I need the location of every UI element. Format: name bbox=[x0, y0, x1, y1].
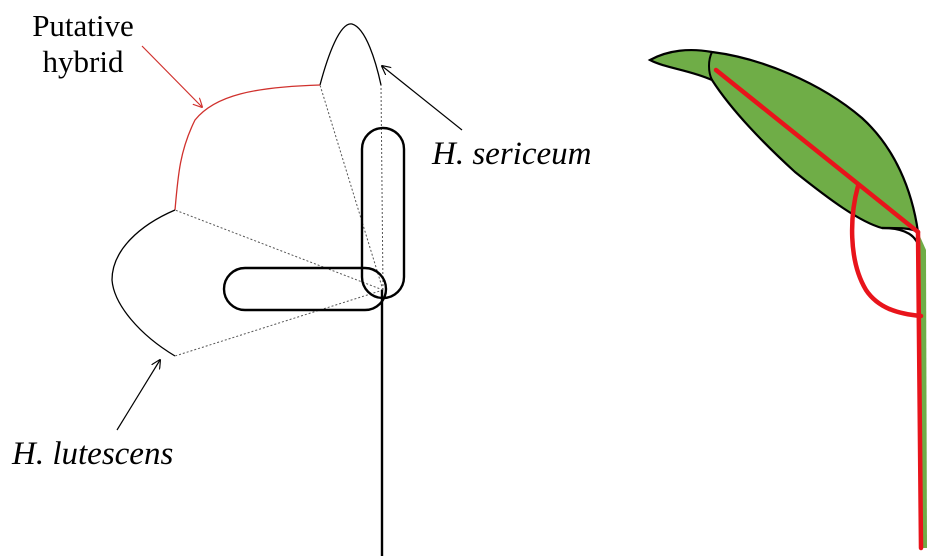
hybrid-label: Putative hybrid bbox=[8, 8, 158, 80]
hybrid-arrow bbox=[141, 45, 202, 107]
lutescens-arrow bbox=[116, 360, 160, 431]
guide-line-lutescens-base bbox=[174, 289, 384, 357]
red-vein-overlay bbox=[713, 67, 924, 551]
red-midrib bbox=[713, 67, 921, 235]
leaf-tip-division bbox=[708, 51, 713, 81]
lutescens-label: H. lutescens bbox=[12, 436, 174, 472]
red-stem-line bbox=[915, 229, 924, 551]
sericeum-leaf-outline bbox=[319, 23, 382, 86]
sericeum-label: H. sericeum bbox=[432, 136, 592, 172]
hybrid-label-line1: Putative bbox=[32, 8, 134, 43]
guide-line-sericeum-tip bbox=[380, 84, 384, 291]
horizontal-stem-outline bbox=[222, 266, 388, 312]
guide-line-sericeum-base bbox=[319, 84, 384, 291]
sericeum-arrow bbox=[382, 66, 463, 131]
guide-line-hybrid-side bbox=[174, 209, 384, 291]
hybrid-label-line2: hybrid bbox=[42, 44, 124, 79]
leaf-petiole bbox=[881, 226, 924, 549]
lutescens-leaf-outline bbox=[111, 209, 176, 357]
hybrid-leaf-outline bbox=[174, 84, 321, 211]
dotted-guide-lines bbox=[174, 84, 384, 357]
green-leaf-illustration bbox=[647, 48, 927, 551]
green-leaf-blade bbox=[647, 48, 920, 235]
red-loop bbox=[849, 183, 924, 319]
